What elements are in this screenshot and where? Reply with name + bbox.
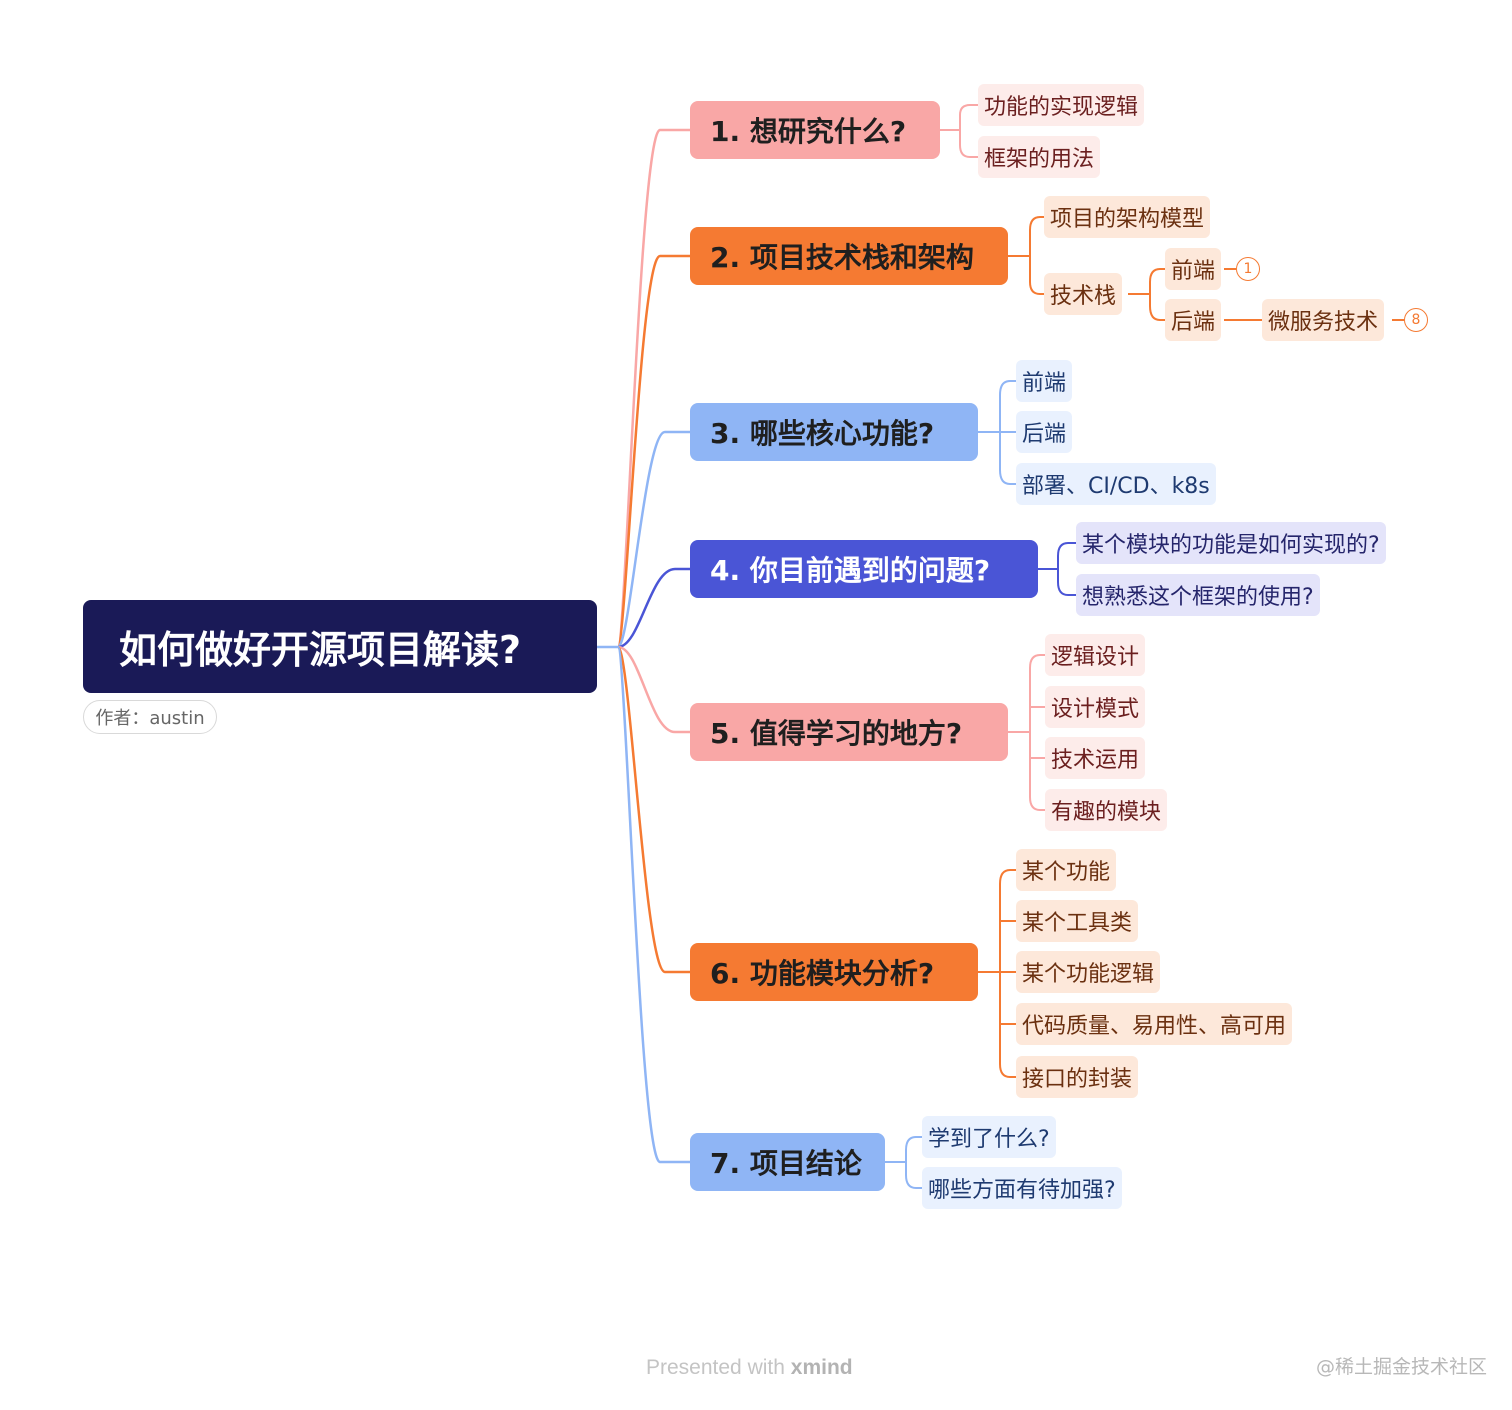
leaf-2-2-microservice[interactable]: 微服务技术 [1262,299,1385,341]
leaf-1-2[interactable]: 框架的用法 [978,136,1101,178]
leaf-6-2[interactable]: 某个工具类 [1016,900,1139,942]
leaf-5-3[interactable]: 技术运用 [1045,737,1146,779]
footer-credit: Presented with xmind [646,1356,853,1380]
leaf-2-1[interactable]: 项目的架构模型 [1044,196,1211,238]
leaf-2-2-frontend[interactable]: 前端 [1165,248,1222,290]
leaf-2-2-backend[interactable]: 后端 [1165,299,1222,341]
leaf-3-3[interactable]: 部署、CI/CD、k8s [1016,463,1216,505]
footer-presented-text: Presented with [646,1356,785,1379]
leaf-5-4[interactable]: 有趣的模块 [1045,789,1168,831]
leaf-3-2[interactable]: 后端 [1016,411,1073,453]
leaf-2-2[interactable]: 技术栈 [1044,273,1123,315]
leaf-7-1[interactable]: 学到了什么? [922,1116,1056,1158]
leaf-6-4[interactable]: 代码质量、易用性、高可用 [1016,1003,1293,1045]
branch-5[interactable]: 5. 值得学习的地方? [690,703,1008,761]
watermark: @稀土掘金技术社区 [1316,1356,1488,1378]
branch-4[interactable]: 4. 你目前遇到的问题? [690,540,1038,598]
branch-2[interactable]: 2. 项目技术栈和架构 [690,227,1008,285]
leaf-3-1[interactable]: 前端 [1016,360,1073,402]
branch-7[interactable]: 7. 项目结论 [690,1133,885,1191]
branch-1[interactable]: 1. 想研究什么? [690,101,940,159]
leaf-6-5[interactable]: 接口的封装 [1016,1056,1139,1098]
leaf-1-1[interactable]: 功能的实现逻辑 [978,84,1145,126]
author-label: 作者：austin [83,700,217,734]
leaf-7-2[interactable]: 哪些方面有待加强? [922,1167,1122,1209]
leaf-5-2[interactable]: 设计模式 [1045,686,1146,728]
branch-3[interactable]: 3. 哪些核心功能? [690,403,978,461]
xmind-logo: xmind [790,1356,853,1379]
leaf-6-1[interactable]: 某个功能 [1016,849,1117,891]
leaf-4-1[interactable]: 某个模块的功能是如何实现的? [1076,522,1386,564]
leaf-6-3[interactable]: 某个功能逻辑 [1016,951,1161,993]
branch-6[interactable]: 6. 功能模块分析? [690,943,978,1001]
leaf-4-2[interactable]: 想熟悉这个框架的使用? [1076,574,1320,616]
leaf-5-1[interactable]: 逻辑设计 [1045,634,1146,676]
count-badge[interactable]: 8 [1404,308,1428,332]
count-badge[interactable]: 1 [1236,257,1260,281]
root-topic[interactable]: 如何做好开源项目解读? [83,600,597,693]
